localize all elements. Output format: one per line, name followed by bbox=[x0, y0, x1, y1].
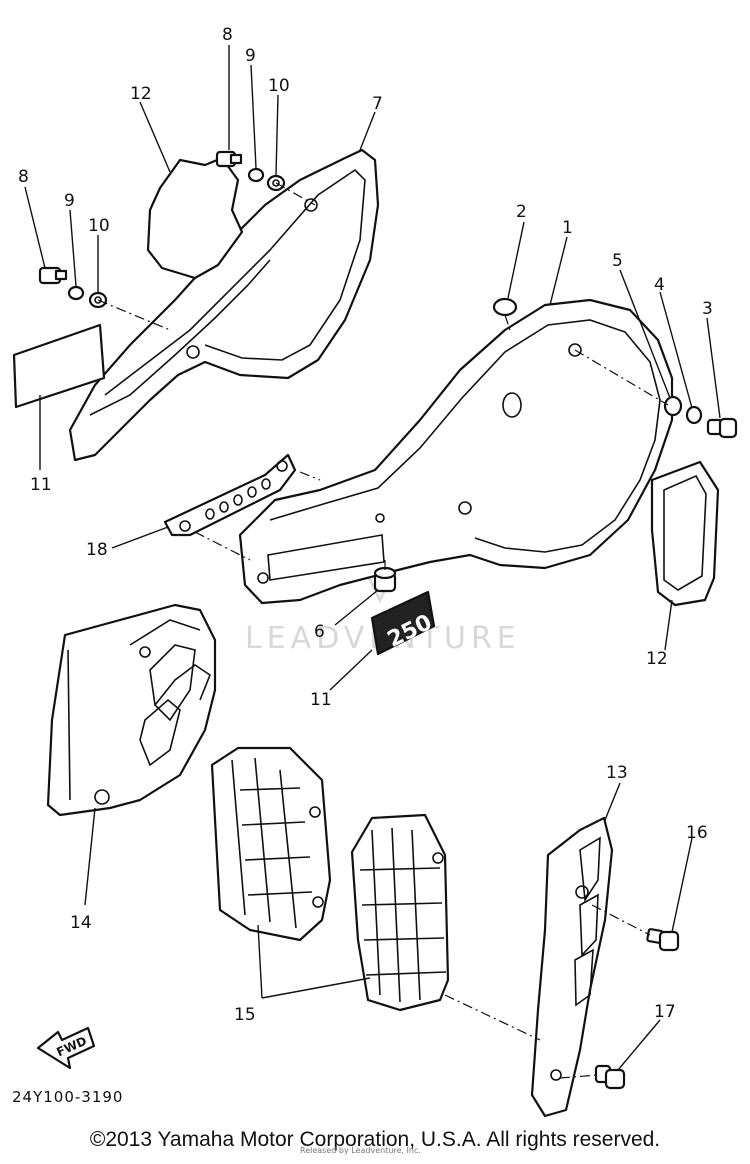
callout-6: 6 bbox=[314, 622, 325, 642]
part-13-side-panel bbox=[530, 816, 614, 1118]
part-16-bolt bbox=[646, 928, 680, 952]
part-11-decal-250: 250 bbox=[370, 590, 436, 656]
callout-3: 3 bbox=[702, 299, 713, 319]
callouts: 8 9 10 7 12 8 9 10 11 2 1 5 4 3 18 6 11 … bbox=[18, 25, 713, 1025]
callout-9-upper: 9 bbox=[245, 46, 256, 66]
callout-5: 5 bbox=[612, 251, 623, 271]
part-18-bracket bbox=[163, 453, 297, 537]
part-15-guard-left bbox=[210, 746, 332, 942]
callout-4: 4 bbox=[654, 275, 665, 295]
part-17-bolt bbox=[594, 1064, 626, 1090]
part-4-collar bbox=[685, 405, 703, 425]
callout-12-right: 12 bbox=[646, 649, 668, 669]
callout-9-lower: 9 bbox=[64, 191, 75, 211]
callout-8-lower: 8 bbox=[18, 167, 29, 187]
callout-16: 16 bbox=[686, 823, 708, 843]
copyright-notice: ©2013 Yamaha Motor Corporation, U.S.A. A… bbox=[89, 1128, 661, 1151]
callout-18: 18 bbox=[86, 540, 108, 560]
callout-13: 13 bbox=[606, 763, 628, 783]
callout-8-upper: 8 bbox=[222, 25, 233, 45]
callout-11-left: 11 bbox=[30, 475, 52, 495]
leader-lines bbox=[24, 45, 721, 1071]
callout-17: 17 bbox=[654, 1002, 676, 1022]
part-1-right-side-cover bbox=[238, 298, 674, 605]
callout-2: 2 bbox=[516, 202, 527, 222]
part-15-guard-right bbox=[350, 813, 450, 1012]
reseller-note: Released by Leadventure, Inc. bbox=[300, 1146, 421, 1155]
hardware-lower bbox=[38, 266, 108, 309]
part-12-sticker-right bbox=[650, 460, 720, 607]
part-11-label-left bbox=[12, 323, 106, 409]
callout-10-lower: 10 bbox=[88, 216, 110, 236]
assembly-lines bbox=[97, 182, 669, 1079]
callout-11-center: 11 bbox=[310, 690, 332, 710]
callout-7: 7 bbox=[372, 94, 383, 114]
callout-10-upper: 10 bbox=[268, 76, 290, 96]
part-6-grommet bbox=[373, 566, 397, 593]
part-12-sticker-left bbox=[146, 156, 244, 280]
part-2-washer bbox=[492, 297, 518, 317]
callout-14: 14 bbox=[70, 913, 92, 933]
part-7-left-side-cover bbox=[68, 148, 380, 462]
part-code: 24Y100-3190 bbox=[12, 1088, 123, 1106]
fwd-arrow-icon: FWD bbox=[36, 1026, 96, 1070]
part-14-shroud bbox=[46, 603, 217, 817]
callout-12-upper: 12 bbox=[130, 84, 152, 104]
part-3-bolt bbox=[706, 417, 738, 439]
part-5-washer bbox=[663, 395, 683, 417]
callout-15: 15 bbox=[234, 1005, 256, 1025]
callout-1: 1 bbox=[562, 218, 573, 238]
